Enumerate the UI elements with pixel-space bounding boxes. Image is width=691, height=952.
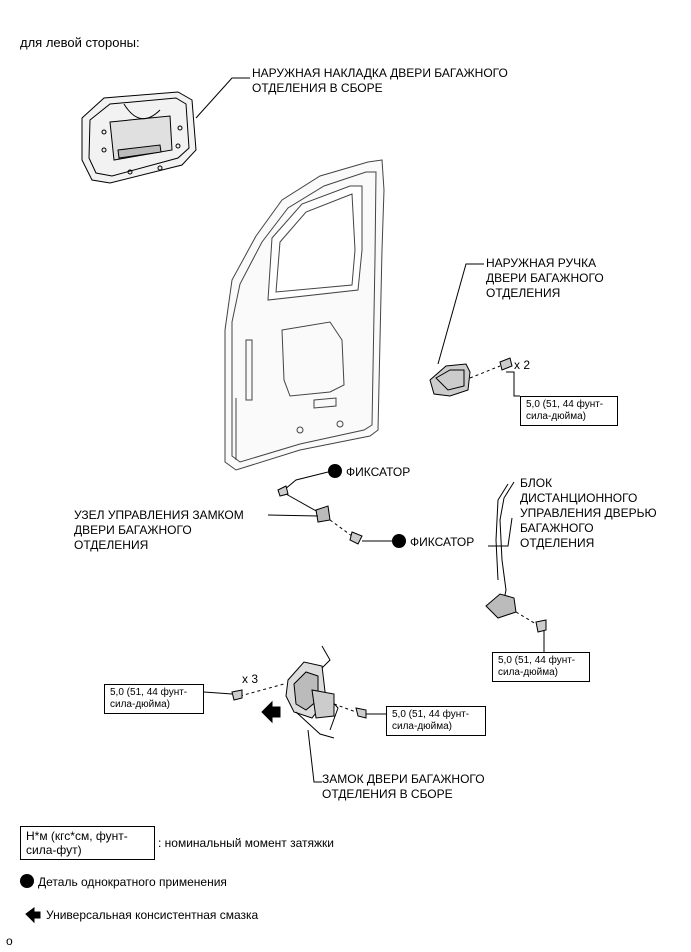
legend-non-reusable-text: Деталь однократного применения — [38, 875, 227, 889]
non-reusable-icon — [20, 874, 34, 888]
torque-box-lock-right: 5,0 (51, 44 фунт- сила-дюйма) — [386, 706, 486, 736]
outer-garnish-illustration — [81, 77, 250, 184]
lock-control-label: УЗЕЛ УПРАВЛЕНИЯ ЗАМКОМ ДВЕРИ БАГАЖНОГО О… — [74, 508, 244, 552]
clip2-label: ФИКСАТОР — [392, 534, 474, 550]
footer-code: o — [6, 934, 13, 948]
outer-garnish-label: НАРУЖНАЯ НАКЛАДКА ДВЕРИ БАГАЖНОГО ОТДЕЛЕ… — [252, 66, 508, 95]
handle-qty: x 2 — [514, 358, 531, 372]
door-lock-label: ЗАМОК ДВЕРИ БАГАЖНОГО ОТДЕЛЕНИЯ В СБОРЕ — [322, 772, 485, 801]
lock-control-illustration — [267, 471, 392, 545]
outside-handle-illustration — [429, 263, 520, 397]
remote-control-label: БЛОК ДИСТАНЦИОННОГО УПРАВЛЕНИЯ ДВЕРЬЮ БА… — [520, 476, 657, 550]
torque-box-handle: 5,0 (51, 44 фунт- сила-дюйма) — [520, 396, 618, 426]
legend-torque-box: Н*м (кгс*см, фунт- сила-фут) — [20, 826, 155, 860]
non-reusable-icon — [328, 464, 342, 478]
non-reusable-icon — [392, 534, 406, 548]
clip2-text: ФИКСАТОР — [410, 535, 475, 549]
grease-arrow-icon — [261, 700, 281, 724]
legend-grease-arrow-icon — [25, 907, 41, 924]
lock-qty: x 3 — [242, 672, 259, 686]
clip1-label: ФИКСАТОР — [328, 464, 410, 480]
door-shell-illustration — [224, 159, 385, 471]
legend-grease-text: Универсальная консистентная смазка — [46, 908, 259, 922]
legend-non-reusable: Деталь однократного применения — [20, 874, 227, 890]
legend-torque-desc: : номинальный момент затяжки — [158, 836, 334, 850]
door-lock-illustration — [203, 645, 386, 783]
remote-control-illustration — [485, 481, 547, 652]
torque-box-lock-left: 5,0 (51, 44 фунт- сила-дюйма) — [104, 684, 204, 714]
outside-handle-label: НАРУЖНАЯ РУЧКА ДВЕРИ БАГАЖНОГО ОТДЕЛЕНИЯ — [486, 256, 604, 300]
torque-box-remote: 5,0 (51, 44 фунт- сила-дюйма) — [492, 652, 590, 682]
side-label: для левой стороны: — [20, 35, 140, 50]
clip1-text: ФИКСАТОР — [346, 465, 411, 479]
